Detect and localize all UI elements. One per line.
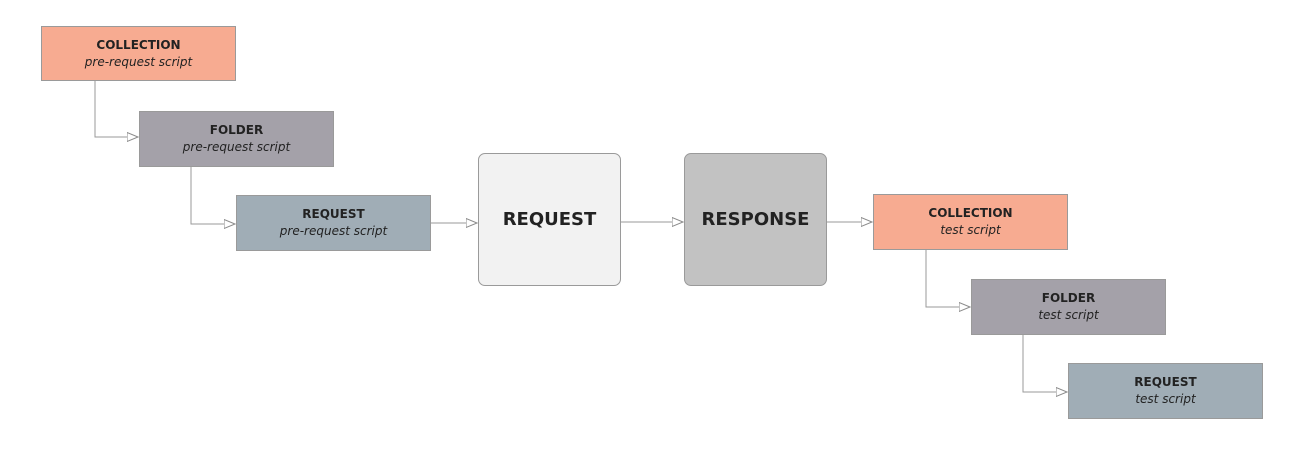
box-subtitle: test script xyxy=(1038,308,1099,322)
request-pre-request-box: REQUEST pre-request script xyxy=(236,195,431,251)
box-subtitle: pre-request script xyxy=(279,224,388,238)
connector-folder-to-request-pre xyxy=(190,167,235,224)
connector-folder-to-request-test xyxy=(1022,335,1067,392)
box-subtitle: test script xyxy=(940,223,1001,237)
box-title: REQUEST xyxy=(1134,375,1197,389)
connector-collection-to-folder-test xyxy=(925,250,970,307)
box-subtitle: pre-request script xyxy=(182,140,291,154)
collection-pre-request-box: COLLECTION pre-request script xyxy=(41,26,236,81)
response-node: RESPONSE xyxy=(684,153,827,286)
folder-pre-request-box: FOLDER pre-request script xyxy=(139,111,334,167)
box-subtitle: pre-request script xyxy=(84,54,193,69)
box-title: FOLDER xyxy=(1041,291,1096,305)
box-title: COLLECTION xyxy=(928,206,1013,220)
box-subtitle: test script xyxy=(1135,392,1196,406)
box-title: REQUEST xyxy=(302,207,365,221)
box-title: COLLECTION xyxy=(96,37,181,52)
connector-collection-to-folder-pre xyxy=(94,81,138,137)
box-title: FOLDER xyxy=(209,123,264,137)
folder-test-box: FOLDER test script xyxy=(971,279,1166,335)
request-node: REQUEST xyxy=(478,153,621,286)
request-test-box: REQUEST test script xyxy=(1068,363,1263,419)
collection-test-box: COLLECTION test script xyxy=(873,194,1068,250)
